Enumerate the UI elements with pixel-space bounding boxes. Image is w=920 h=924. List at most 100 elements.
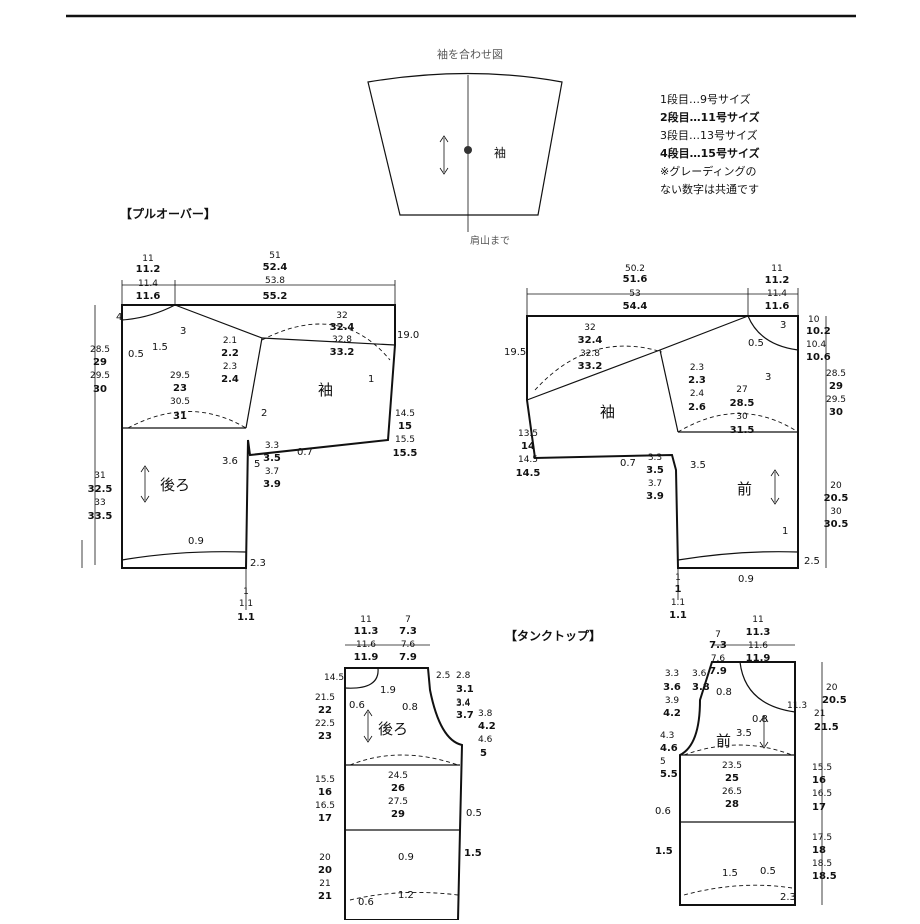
dim-text: 21.5 [814, 722, 839, 733]
dim-text: 3 [180, 326, 186, 337]
dim-text: 1 [675, 573, 681, 583]
dim-text: 29.5 [90, 371, 110, 381]
dim-text: 26.5 [722, 787, 742, 797]
legend-line: ない数字は共通です [660, 182, 759, 196]
dim-text: 10 [808, 315, 820, 325]
dim-text: 22.5 [315, 719, 335, 729]
dim-text: 0.9 [398, 852, 414, 863]
dim-text: 26 [391, 783, 405, 794]
dim-text: 31.5 [730, 425, 755, 436]
dim-text: 0.6 [358, 897, 374, 908]
sleeve-join-title: 袖を合わせ図 [437, 47, 503, 61]
dim-text: 11.6 [356, 640, 376, 650]
tank-back-hem-curve [349, 891, 459, 901]
dim-text: 32.8 [332, 335, 352, 345]
dim-text: 1.1 [237, 612, 255, 623]
dim-text: 20 [830, 481, 842, 491]
dim-text: 1.9 [380, 685, 396, 696]
dim-text: 18.5 [812, 859, 832, 869]
dim-text: 23.5 [722, 761, 742, 771]
tank-front-pattern: 前 7 7.3 7.6 7.9 11 11.3 11.6 11.9 3.3 3.… [655, 615, 847, 906]
dim-text: 3 [780, 320, 786, 331]
sleeve-join-diagram: 袖を合わせ図 袖 肩山まで [367, 47, 563, 247]
dim-text: 11.3 [787, 701, 807, 711]
dim-text: 52.4 [263, 262, 288, 273]
dim-text: 20 [826, 683, 838, 693]
dim-text: 0.7 [297, 447, 313, 458]
back-cap-curve [261, 323, 391, 361]
dim-text: 3.5 [646, 465, 664, 476]
dim-text: 2.4 [221, 374, 239, 385]
dim-text: 0.9 [738, 574, 754, 585]
dim-text: 0.6 [349, 700, 365, 711]
dim-text: 29.5 [826, 395, 846, 405]
dim-text: 11.2 [136, 264, 161, 275]
dim-text: 15.5 [315, 775, 335, 785]
dim-text: 13.5 [518, 429, 538, 439]
dim-text: 3.3 [665, 669, 679, 679]
dim-text: 4.6 [660, 743, 678, 754]
dim-text: 55.2 [263, 291, 288, 302]
dim-text: 3.7 [265, 467, 279, 477]
dim-text: 14.5 [518, 455, 538, 465]
dim-text: 32.4 [330, 322, 355, 333]
dim-text: 2.5 [804, 556, 820, 567]
dim-text: 0.7 [620, 458, 636, 469]
dim-text: 11 [771, 264, 782, 274]
dim-text: 17 [812, 802, 826, 813]
front-chest-curve [677, 413, 799, 433]
sleeve-join-outline [367, 72, 563, 216]
dim-text: 11.6 [136, 291, 161, 302]
front-sleeve-label: 袖 [600, 403, 615, 421]
dim-text: 3.9 [646, 491, 664, 502]
dim-text: 3.5 [736, 728, 752, 739]
dim-text: 2.3 [250, 558, 266, 569]
dim-text: 0.5 [760, 866, 776, 877]
legend-line: 4段目…15号サイズ [660, 146, 760, 160]
dim-text: 1.1 [669, 610, 687, 621]
dim-text: 14.5 [324, 673, 344, 683]
tank-front-grain-heads [759, 715, 769, 749]
dim-text: 33.2 [578, 361, 603, 372]
dim-text: 0.8 [716, 687, 732, 698]
dim-text: 33.2 [330, 347, 355, 358]
dim-text: 21.5 [315, 693, 335, 703]
back-sleeve-top [261, 337, 396, 346]
dim-text: 7 [405, 615, 411, 625]
dim-text: 17.5 [812, 833, 832, 843]
dim-text: 3.9 [263, 479, 281, 490]
dim-text: 32.8 [580, 349, 600, 359]
dim-text: 28.5 [826, 369, 846, 379]
dim-text: 20.5 [824, 493, 849, 504]
dim-text: 2 [261, 408, 267, 419]
dim-text: 1.5 [655, 846, 673, 857]
dim-text: 53.8 [265, 276, 285, 286]
dim-text: 2.4 [690, 389, 705, 399]
dim-text: 4.6 [478, 735, 493, 745]
back-grain-heads [140, 465, 150, 503]
dim-text: 7.3 [709, 640, 727, 651]
dim-text: 1 [782, 526, 788, 537]
dim-text: 53 [629, 289, 640, 299]
dim-text: 3.1 [456, 684, 474, 695]
dim-text: 16.5 [812, 789, 832, 799]
dim-text: 11.4 [138, 279, 158, 289]
legend-line: 2段目…11号サイズ [660, 110, 760, 124]
dim-text: 5 [660, 757, 666, 767]
dim-text: 20 [318, 865, 332, 876]
dim-text: 31 [94, 471, 105, 481]
dim-text: 14.5 [516, 468, 541, 479]
back-piece-label: 後ろ [160, 476, 190, 494]
dim-text: 30.5 [824, 519, 849, 530]
dim-text: 30 [829, 407, 843, 418]
dim-text: 3.3 [648, 453, 662, 463]
dim-text: 0.5 [128, 349, 144, 360]
dim-text: 4.2 [478, 721, 496, 732]
dim-text: 16 [812, 775, 826, 786]
dim-text: 3.6 [222, 456, 238, 467]
dim-text: 3.8 [692, 682, 710, 693]
dim-text: 11.6 [765, 301, 790, 312]
front-outline [526, 315, 799, 569]
legend-line: 3段目…13号サイズ [660, 128, 758, 142]
